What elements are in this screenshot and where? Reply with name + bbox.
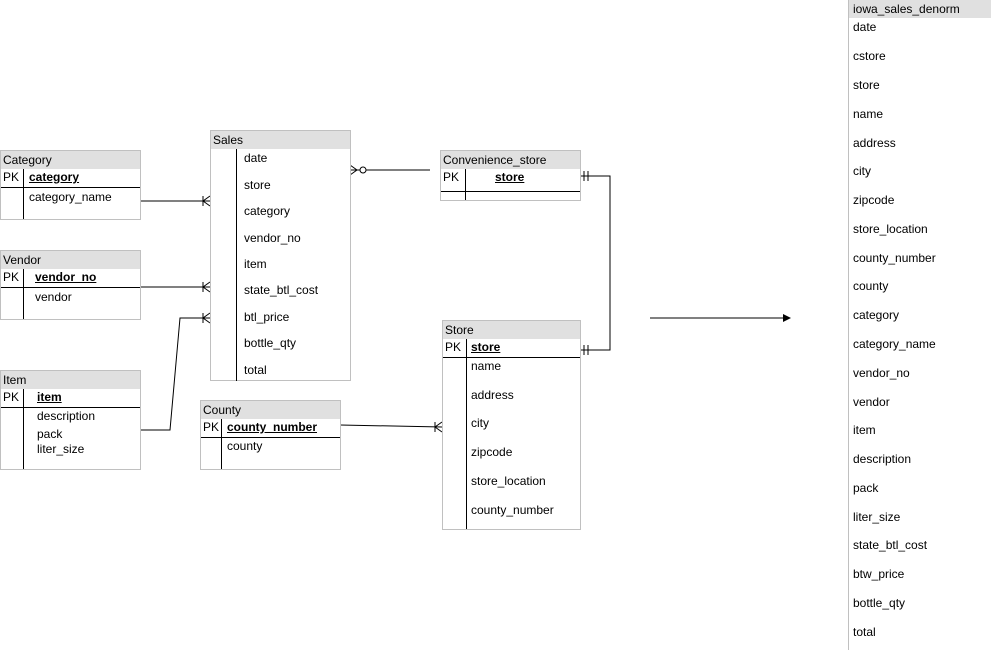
denorm-field: name (853, 107, 884, 121)
denorm-field: vendor_no (853, 366, 910, 380)
denorm-field: vendor (853, 395, 890, 409)
denorm-field: county (853, 279, 889, 293)
denormalized-table[interactable]: iowa_sales_denorm date cstore store name… (848, 0, 991, 650)
item-table[interactable]: Item PK item description pack liter_size (0, 370, 141, 470)
denorm-field: address (853, 136, 896, 150)
store-table-title: Store (443, 321, 580, 339)
store-field: address (471, 388, 514, 402)
sales-table-title: Sales (211, 131, 350, 149)
column-divider (466, 339, 467, 529)
vendor-pk-field: vendor_no (35, 270, 97, 284)
denorm-field: city (853, 164, 871, 178)
item-field: liter_size (37, 442, 85, 456)
denorm-field: total (853, 625, 876, 639)
sales-field: total (244, 363, 267, 377)
denormalized-table-title: iowa_sales_denorm (849, 0, 991, 18)
county-pk-field: county_number (227, 420, 318, 434)
category-pk-row: PK category (1, 169, 140, 188)
sales-field: store (244, 178, 271, 192)
sales-field: vendor_no (244, 231, 301, 245)
one-bar-icon (583, 345, 589, 355)
vendor-table-title: Vendor (1, 251, 140, 269)
denorm-field: county_number (853, 251, 936, 265)
convenience-store-pk-field: store (495, 170, 525, 184)
convenience-store-relation (580, 175, 611, 351)
crowfoot-icon (202, 195, 211, 207)
category-table-title: Category (1, 151, 140, 169)
store-pk-row: PK store (443, 339, 580, 358)
store-field: store_location (471, 474, 546, 488)
denorm-field: btw_price (853, 567, 905, 581)
denorm-field: store_location (853, 222, 928, 236)
column-divider (465, 169, 466, 200)
pk-label: PK (3, 170, 20, 184)
county-store-relation (339, 424, 443, 428)
denorm-field: pack (853, 481, 879, 495)
item-pk-row: PK item (1, 389, 140, 408)
pk-label: PK (445, 340, 462, 354)
crowfoot-icon (202, 312, 211, 324)
county-table-title: County (201, 401, 340, 419)
item-field: pack (37, 427, 63, 441)
zero-circle-icon (359, 166, 367, 174)
sales-field: bottle_qty (244, 336, 297, 350)
sales-field: btl_price (244, 310, 290, 324)
pk-label: PK (3, 390, 20, 404)
column-divider (23, 169, 24, 219)
arrow-head-icon (783, 314, 791, 322)
item-sales-relation (141, 317, 210, 431)
pk-label: PK (203, 420, 220, 434)
store-field: city (471, 416, 489, 430)
vendor-table[interactable]: Vendor PK vendor_no vendor (0, 250, 141, 320)
category-pk-field: category (29, 170, 80, 184)
category-field: category_name (29, 190, 112, 204)
vendor-pk-row: PK vendor_no (1, 269, 140, 288)
sales-field: state_btl_cost (244, 283, 319, 297)
column-divider (23, 269, 24, 319)
pk-label: PK (443, 170, 460, 184)
county-field: county (227, 439, 263, 453)
one-bar-icon (583, 171, 589, 181)
vendor-field: vendor (35, 290, 72, 304)
crowfoot-icon (349, 164, 358, 176)
denorm-field: liter_size (853, 510, 901, 524)
crowfoot-icon (202, 281, 211, 293)
sales-table[interactable]: Sales date store category vendor_no item… (210, 130, 351, 381)
convenience-store-table[interactable]: Convenience_store PK store (440, 150, 581, 201)
store-field: zipcode (471, 445, 513, 459)
column-divider (221, 419, 222, 469)
denorm-field: category (853, 308, 900, 322)
column-divider (236, 149, 237, 381)
denorm-field: date (853, 20, 877, 34)
sales-field: date (244, 151, 268, 165)
denorm-field: store (853, 78, 880, 92)
convenience-store-pk-row: PK store (441, 169, 580, 192)
denorm-field: cstore (853, 49, 886, 63)
denorm-field: description (853, 452, 912, 466)
county-pk-row: PK county_number (201, 419, 340, 438)
store-pk-field: store (471, 340, 501, 354)
item-pk-field: item (37, 390, 62, 404)
column-divider (23, 389, 24, 469)
convenience-store-table-title: Convenience_store (441, 151, 580, 169)
sales-field: category (244, 204, 291, 218)
pk-label: PK (3, 270, 20, 284)
crowfoot-icon (434, 421, 443, 433)
county-table[interactable]: County PK county_number county (200, 400, 341, 470)
denorm-field: zipcode (853, 193, 895, 207)
item-field: description (37, 409, 96, 423)
denorm-field: bottle_qty (853, 596, 906, 610)
denorm-field: category_name (853, 337, 936, 351)
denorm-field: item (853, 423, 876, 437)
sales-field: item (244, 257, 267, 271)
denorm-field: state_btl_cost (853, 538, 928, 552)
store-table[interactable]: Store PK store name address city zipcode… (442, 320, 581, 530)
item-table-title: Item (1, 371, 140, 389)
category-table[interactable]: Category PK category category_name (0, 150, 141, 220)
store-field: county_number (471, 503, 554, 517)
store-field: name (471, 359, 502, 373)
